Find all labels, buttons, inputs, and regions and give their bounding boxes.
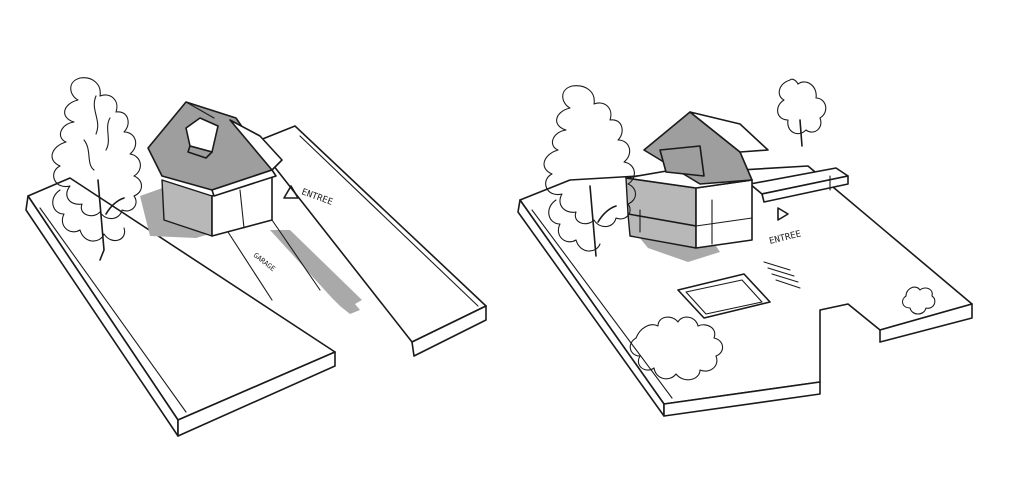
stairs [763, 261, 801, 289]
tree-icon [777, 78, 827, 147]
entrance-bridge [749, 167, 849, 203]
existing-site-sketch: ENTREE GARAGE [25, 77, 487, 437]
proposed-house [625, 111, 769, 249]
bush-icon [629, 286, 936, 381]
tree-icon [543, 85, 637, 257]
existing-house [147, 101, 283, 237]
tree-icon [51, 77, 143, 261]
pool [677, 273, 771, 319]
driveway-slab [254, 125, 487, 357]
garage-label: GARAGE [252, 251, 277, 273]
left-lot-slab [25, 177, 336, 437]
proposed-site-sketch: ENTREE [517, 78, 973, 417]
garage-ramp [227, 231, 273, 301]
